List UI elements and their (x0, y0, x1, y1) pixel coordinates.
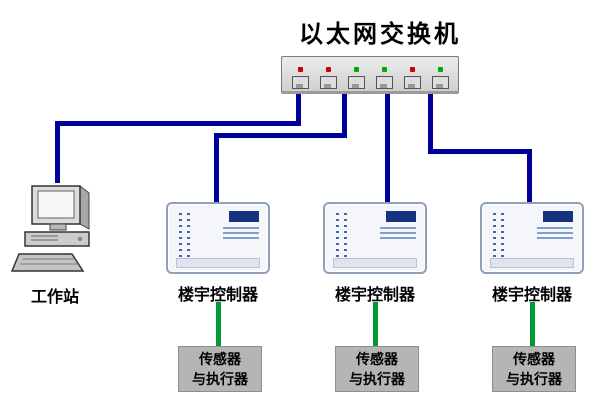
computer-graphic (10, 184, 90, 272)
ddc-controller (323, 202, 427, 274)
ethernet-cable-segment (296, 94, 301, 126)
sensor-actuator-box: 传感器 与执行器 (492, 346, 576, 392)
port-led-icon (353, 67, 359, 72)
controller-logo-icon (229, 211, 259, 222)
sensor-label-line1: 传感器 (199, 351, 241, 367)
controller-led-column-icon (344, 213, 347, 263)
workstation-label: 工作站 (30, 289, 79, 306)
ethernet-cable-segment (385, 94, 390, 202)
sensor-label-line1: 传感器 (356, 351, 398, 367)
controller-led-column-icon (336, 213, 339, 263)
ethernet-cable-segment (527, 149, 532, 202)
ddc-controller (480, 202, 584, 274)
controller-led-column-icon (501, 213, 504, 263)
controller-label: 楼宇控制器 (491, 287, 572, 304)
ethernet-port-icon (291, 76, 309, 89)
controller-terminal-strip-icon (333, 258, 417, 268)
controller-text-lines-icon (223, 227, 259, 242)
controller-logo-icon (386, 211, 416, 222)
sensor-label-line2: 与执行器 (192, 371, 248, 387)
controller-led-column-icon (493, 213, 496, 263)
controller-terminal-strip-icon (490, 258, 574, 268)
sensor-actuator-box: 传感器 与执行器 (178, 346, 262, 392)
ethernet-cable-segment (214, 133, 347, 138)
fieldbus-cable-segment (216, 302, 221, 348)
controller-text-lines-icon (537, 227, 573, 242)
switch-port (403, 67, 421, 89)
switch-port (291, 67, 309, 89)
switch-port (375, 67, 393, 89)
controller-led-column-icon (187, 213, 190, 263)
fieldbus-cable-segment (373, 302, 378, 348)
controller-text-lines-icon (380, 227, 416, 242)
diagram-title: 以太网交换机 (299, 21, 461, 48)
sensor-label-line1: 传感器 (513, 351, 555, 367)
ethernet-port-icon (319, 76, 337, 89)
switch-port (431, 67, 449, 89)
sensor-label-line2: 与执行器 (506, 371, 562, 387)
fieldbus-cable-segment (530, 302, 535, 348)
port-led-icon (297, 67, 303, 72)
ethernet-port-icon (431, 76, 449, 89)
ethernet-port-icon (375, 76, 393, 89)
switch-port (319, 67, 337, 89)
ethernet-cable-segment (55, 121, 301, 126)
ethernet-port-icon (403, 76, 421, 89)
port-led-icon (381, 67, 387, 72)
switch-port (347, 67, 365, 89)
port-led-icon (409, 67, 415, 72)
port-led-icon (437, 67, 443, 72)
ethernet-cable-segment (55, 121, 60, 183)
ethernet-cable-segment (214, 133, 219, 202)
controller-label: 楼宇控制器 (177, 287, 258, 304)
ethernet-cable-segment (342, 94, 347, 138)
sensor-label-line2: 与执行器 (349, 371, 405, 387)
port-led-icon (325, 67, 331, 72)
ethernet-cable-segment (428, 94, 433, 154)
ddc-controller (166, 202, 270, 274)
ethernet-switch (281, 56, 459, 94)
controller-led-column-icon (179, 213, 182, 263)
sensor-actuator-box: 传感器 与执行器 (335, 346, 419, 392)
ethernet-cable-segment (428, 149, 532, 154)
controller-label: 楼宇控制器 (334, 287, 415, 304)
ethernet-port-icon (347, 76, 365, 89)
workstation-computer-icon (10, 178, 110, 280)
controller-terminal-strip-icon (176, 258, 260, 268)
controller-logo-icon (543, 211, 573, 222)
